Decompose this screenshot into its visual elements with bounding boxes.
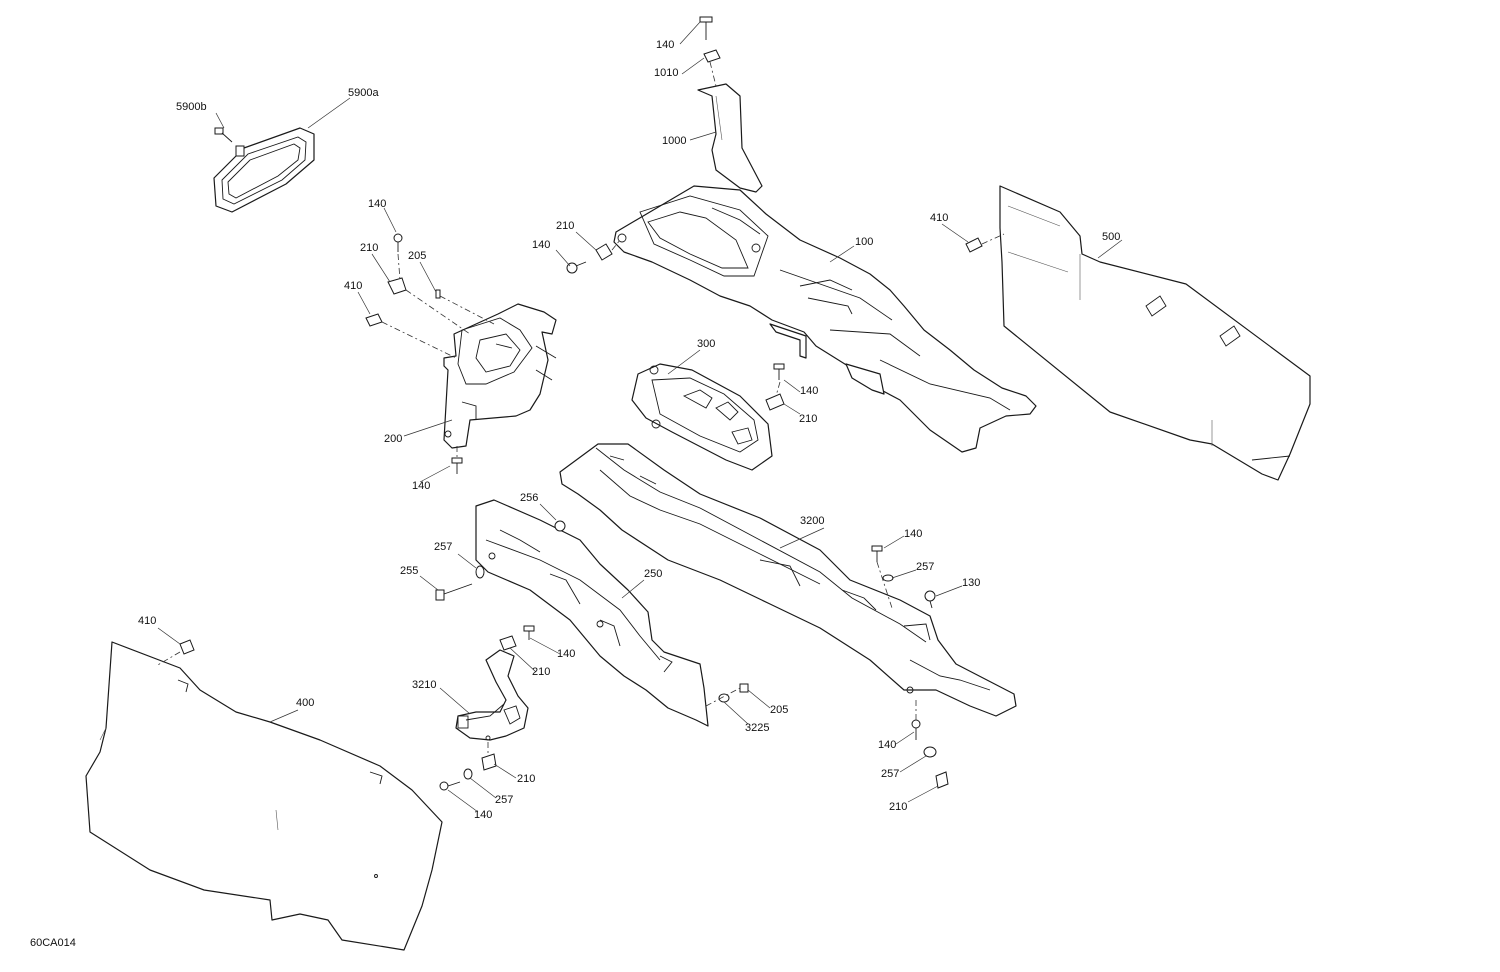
part-410-fastener-b[interactable] <box>965 237 983 253</box>
part-410-fastener-c[interactable] <box>179 639 195 655</box>
part-3200-frame-rail[interactable] <box>559 443 1017 717</box>
part-140-screw-b[interactable] <box>451 457 463 474</box>
callout-200: 200 <box>384 433 403 445</box>
callout-210: 210 <box>556 220 575 232</box>
callout-140: 140 <box>800 385 819 397</box>
part-140-screw-d[interactable] <box>773 363 785 380</box>
callout-140: 140 <box>532 239 551 251</box>
callout-100: 100 <box>855 236 874 248</box>
callout-500: 500 <box>1102 231 1121 243</box>
part-210-clip-f[interactable] <box>935 771 949 789</box>
part-257-washer-c[interactable] <box>463 768 473 780</box>
callout-5900a: 5900a <box>348 87 379 99</box>
figure-code: 60CA014 <box>30 937 76 949</box>
callout-140: 140 <box>878 739 897 751</box>
part-5900a-mirror[interactable] <box>213 127 315 213</box>
callout-140: 140 <box>557 648 576 660</box>
callout-257: 257 <box>916 561 935 573</box>
callout-205: 205 <box>770 704 789 716</box>
callout-1010: 1010 <box>654 67 679 79</box>
part-250-side-rail[interactable] <box>475 499 709 727</box>
callout-250: 250 <box>644 568 663 580</box>
part-140-screw-g[interactable] <box>439 781 461 791</box>
part-256-nut[interactable] <box>554 520 566 532</box>
part-100-center-console[interactable] <box>613 185 1037 453</box>
callout-410: 410 <box>344 280 363 292</box>
callout-3210: 3210 <box>412 679 437 691</box>
part-140-screw-c[interactable] <box>566 261 587 274</box>
callout-400: 400 <box>296 697 315 709</box>
callout-1000: 1000 <box>662 135 687 147</box>
part-3210-bracket[interactable] <box>455 649 529 741</box>
callout-257: 257 <box>434 541 453 553</box>
callout-210: 210 <box>889 801 908 813</box>
part-257-washer-b[interactable] <box>882 574 894 582</box>
callout-5900b: 5900b <box>176 101 207 113</box>
callout-140: 140 <box>368 198 387 210</box>
callout-410: 410 <box>138 615 157 627</box>
part-210-clip-d[interactable] <box>499 635 517 651</box>
callout-140: 140 <box>904 528 923 540</box>
part-210-clip-a[interactable] <box>387 277 407 295</box>
callout-130: 130 <box>962 577 981 589</box>
callout-210: 210 <box>532 666 551 678</box>
callout-255: 255 <box>400 565 419 577</box>
part-500-side-panel[interactable] <box>999 185 1311 481</box>
callout-140: 140 <box>474 809 493 821</box>
callout-140: 140 <box>656 39 675 51</box>
part-205-pin-a[interactable] <box>435 289 441 299</box>
callout-210: 210 <box>517 773 536 785</box>
part-1000-shifter-boot[interactable] <box>697 83 763 193</box>
callout-140: 140 <box>412 480 431 492</box>
part-257-washer-a[interactable] <box>475 565 485 579</box>
callout-257: 257 <box>881 768 900 780</box>
part-257-washer-d[interactable] <box>923 746 937 758</box>
part-300-storage-tray[interactable] <box>631 363 773 471</box>
part-205-pin-b[interactable] <box>739 683 749 693</box>
part-200-bracket[interactable] <box>443 303 557 449</box>
part-1010-clip[interactable] <box>703 49 721 63</box>
callout-410: 410 <box>930 212 949 224</box>
part-140-top-screw[interactable] <box>699 16 713 40</box>
part-410-fastener-a[interactable] <box>365 313 383 327</box>
part-140-screw-h[interactable] <box>911 719 921 740</box>
callout-205: 205 <box>408 250 427 262</box>
part-210-clip-e[interactable] <box>481 753 497 771</box>
part-400-side-panel[interactable] <box>85 641 443 951</box>
callout-257: 257 <box>495 794 514 806</box>
callout-210: 210 <box>360 242 379 254</box>
part-210-clip-c[interactable] <box>765 393 785 411</box>
part-140-screw-a[interactable] <box>393 233 403 252</box>
part-130-rivet[interactable] <box>924 590 936 609</box>
part-210-clip-b[interactable] <box>595 243 613 261</box>
callout-300: 300 <box>697 338 716 350</box>
part-5900b-mirror-screw[interactable] <box>214 127 245 157</box>
callout-256: 256 <box>520 492 539 504</box>
part-140-screw-e[interactable] <box>871 545 883 562</box>
part-255-bolt[interactable] <box>435 583 473 601</box>
callout-3225: 3225 <box>745 722 770 734</box>
part-140-screw-f[interactable] <box>523 625 535 640</box>
callout-3200: 3200 <box>800 515 825 527</box>
callout-210: 210 <box>799 413 818 425</box>
